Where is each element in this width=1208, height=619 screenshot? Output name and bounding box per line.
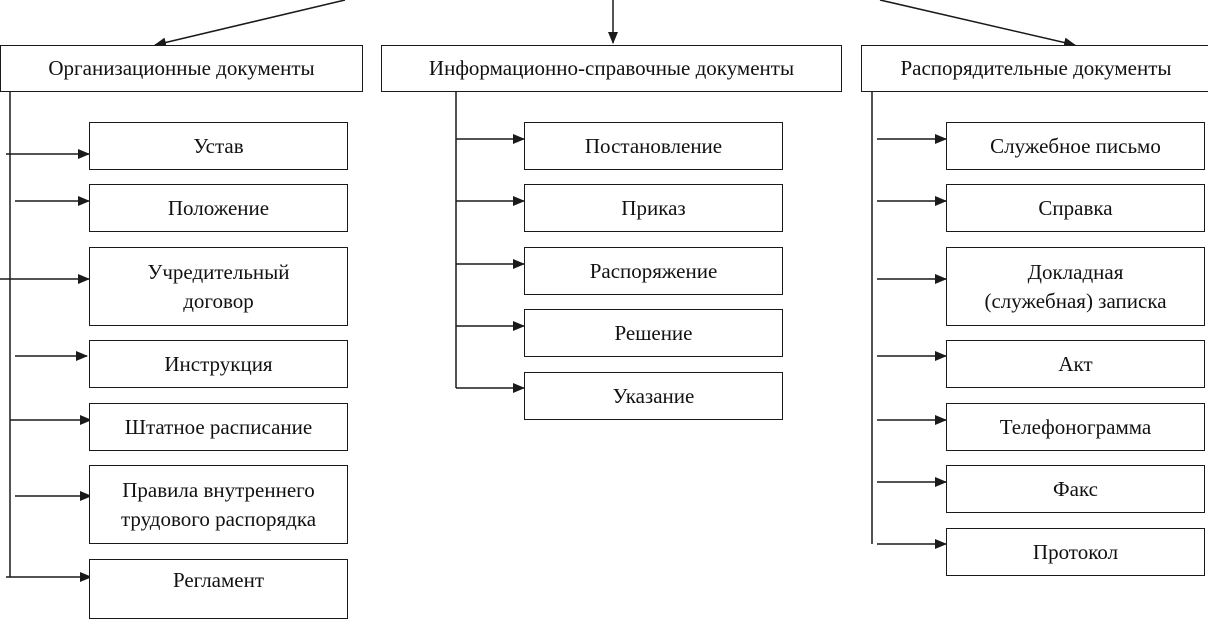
arrow-to-disp-header <box>879 0 1076 48</box>
disp-item-act: Акт <box>946 340 1205 388</box>
disp-item-label: Телефонограмма <box>999 414 1152 439</box>
org-docs-header: Организационные документы <box>0 45 363 92</box>
disp-item-certificate: Справка <box>946 184 1205 232</box>
info-item-label: Решение <box>614 320 693 345</box>
disp-item-fax: Факс <box>946 465 1205 513</box>
org-item-label: Устав <box>193 133 244 158</box>
org-item-instruction: Инструкция <box>89 340 348 388</box>
info-docs-header: Информационно-справочные документы <box>381 45 842 92</box>
disp-item-label: Протокол <box>1032 539 1119 564</box>
org-item-label: Положение <box>167 195 270 220</box>
org-item-label: Правила внутреннего трудового распорядка <box>120 477 317 531</box>
org-item-staffing: Штатное расписание <box>89 403 348 451</box>
info-item-label: Приказ <box>621 195 686 220</box>
arrow-to-org-header <box>154 0 346 48</box>
info-item-directive: Распоряжение <box>524 247 783 295</box>
org-item-label: Учредительный договор <box>147 259 290 313</box>
org-item-founding-agreement: Учредительный договор <box>89 247 348 326</box>
org-item-internal-rules: Правила внутреннего трудового распорядка <box>89 465 348 544</box>
disp-item-protocol: Протокол <box>946 528 1205 576</box>
org-item-regulation: Положение <box>89 184 348 232</box>
info-item-label: Постановление <box>584 133 723 158</box>
org-item-charter: Устав <box>89 122 348 170</box>
info-item-resolution: Постановление <box>524 122 783 170</box>
disp-item-label: Докладная (служебная) записка <box>984 259 1167 313</box>
org-item-label: Регламент <box>172 568 265 592</box>
disp-item-official-letter: Служебное письмо <box>946 122 1205 170</box>
org-docs-header-label: Организационные документы <box>48 56 315 80</box>
org-item-label: Штатное расписание <box>124 414 313 439</box>
disp-docs-header-label: Распорядительные документы <box>900 56 1172 80</box>
info-docs-header-label: Информационно-справочные документы <box>428 56 795 80</box>
info-item-label: Распоряжение <box>589 258 718 283</box>
disp-item-label: Акт <box>1058 351 1093 376</box>
disp-item-label: Факс <box>1053 476 1098 501</box>
info-item-instruction: Указание <box>524 372 783 420</box>
disp-item-telephonogram: Телефонограмма <box>946 403 1205 451</box>
info-item-label: Указание <box>612 383 695 408</box>
info-item-order: Приказ <box>524 184 783 232</box>
disp-item-label: Справка <box>1038 195 1113 220</box>
disp-item-memo: Докладная (служебная) записка <box>946 247 1205 326</box>
disp-docs-header: Распорядительные документы <box>861 45 1208 92</box>
disp-item-label: Служебное письмо <box>990 133 1161 158</box>
org-item-procedure: Регламент <box>89 559 348 619</box>
diagram-connectors <box>0 0 1076 582</box>
org-item-label: Инструкция <box>164 351 273 376</box>
info-item-decision: Решение <box>524 309 783 357</box>
